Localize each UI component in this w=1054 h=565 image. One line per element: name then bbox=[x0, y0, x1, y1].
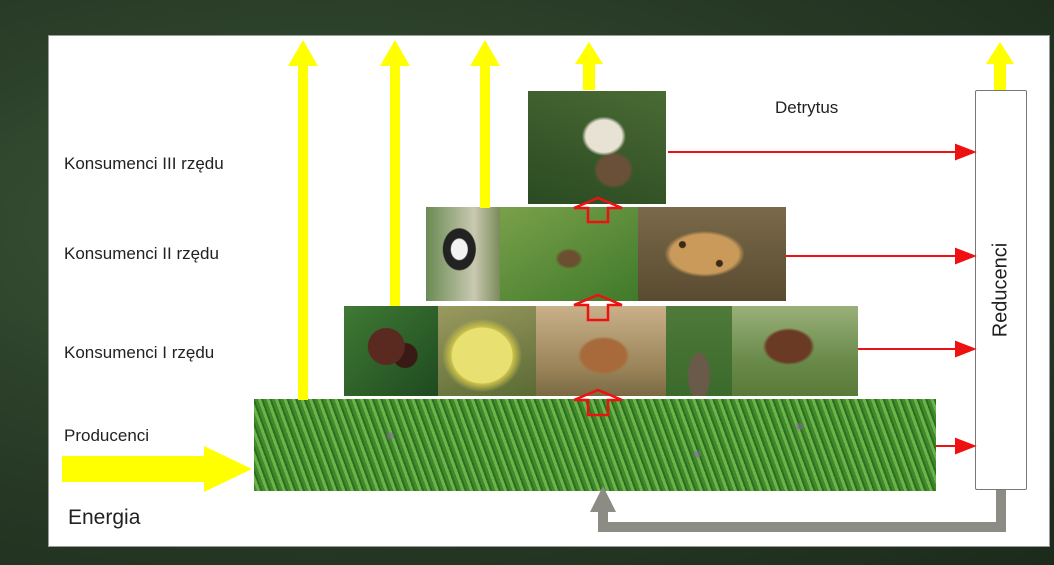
nutrient-return-arrow bbox=[590, 486, 1006, 532]
detritus-arrows bbox=[668, 143, 977, 455]
energy-arrow-1 bbox=[288, 40, 318, 400]
label-consumers-3: Konsumenci III rzędu bbox=[64, 154, 224, 173]
energy-arrow-4 bbox=[575, 42, 603, 90]
label-energy: Energia bbox=[68, 506, 141, 529]
label-producers: Producenci bbox=[64, 426, 150, 445]
photo-leopard bbox=[638, 207, 786, 301]
energy-arrow-2 bbox=[380, 40, 410, 306]
energy-loss-arrows bbox=[288, 40, 1014, 400]
energy-input-arrow bbox=[62, 446, 252, 492]
label-consumers-1: Konsumenci I rzędu bbox=[64, 343, 215, 362]
trophic-arrows bbox=[573, 196, 623, 417]
photo-antelope bbox=[732, 306, 858, 396]
label-consumers-2: Konsumenci II rzędu bbox=[64, 244, 219, 263]
energy-arrow-5 bbox=[986, 42, 1014, 90]
photo-kookaburra-bird bbox=[528, 91, 666, 204]
label-detritus: Detrytus bbox=[775, 98, 839, 117]
photo-caterpillar bbox=[438, 306, 536, 396]
photo-beetle bbox=[344, 306, 438, 396]
photo-woodpecker bbox=[426, 207, 500, 301]
energy-arrow-3 bbox=[470, 40, 500, 208]
photo-insect-on-branch bbox=[500, 207, 638, 301]
decomposers-box: Reducenci bbox=[975, 90, 1027, 490]
photo-rabbit bbox=[666, 306, 732, 396]
